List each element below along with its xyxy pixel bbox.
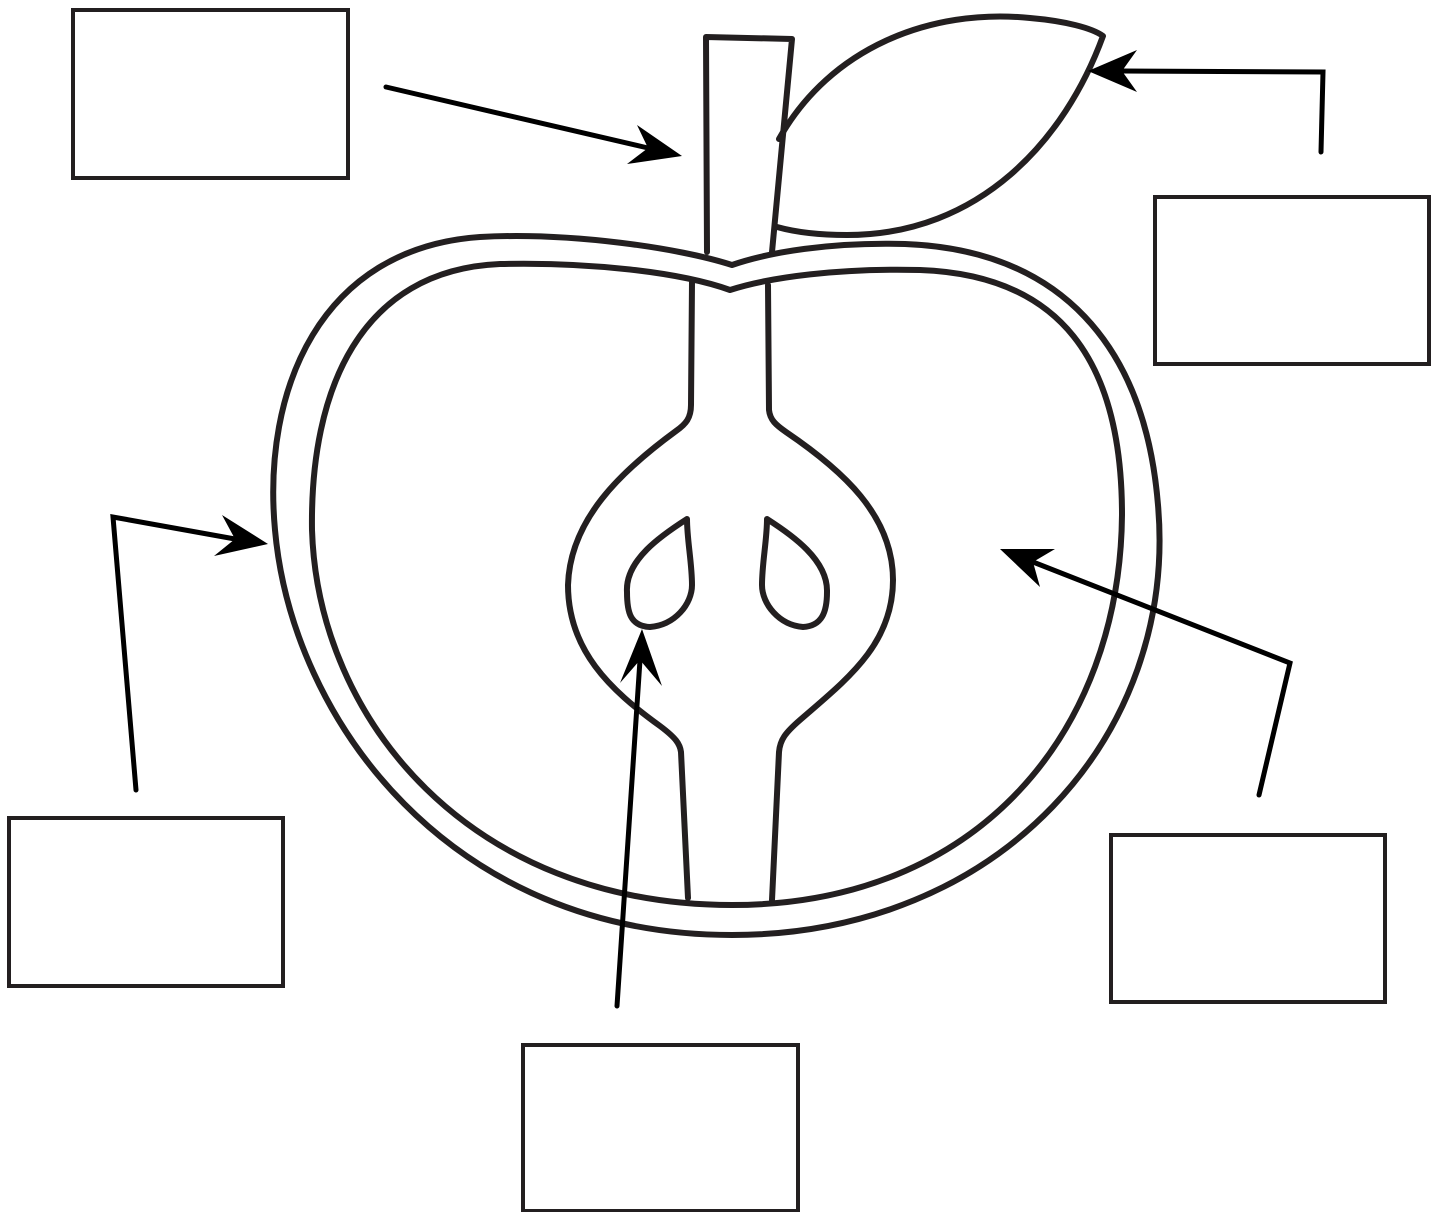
leaf-arrow-line — [1122, 71, 1323, 152]
stalk-arrow-line — [386, 87, 648, 148]
skin-arrow-line — [113, 517, 235, 790]
label-box-skin[interactable] — [9, 818, 283, 986]
label-box-stalk[interactable] — [73, 10, 348, 178]
label-box-leaf[interactable] — [1155, 197, 1429, 364]
seed-arrow-line — [617, 660, 640, 1006]
leaf-shape — [777, 17, 1103, 235]
flesh-arrow-line — [1033, 562, 1290, 795]
seed-left — [627, 519, 692, 627]
skin-outer-outline — [273, 236, 1159, 935]
skin-inner-outline — [312, 264, 1122, 905]
seed-right — [762, 519, 827, 627]
label-boxes — [9, 10, 1429, 1211]
label-box-seed[interactable] — [523, 1045, 798, 1211]
stalk-shape — [706, 37, 792, 252]
label-box-flesh[interactable] — [1111, 835, 1385, 1002]
apple-illustration — [273, 17, 1159, 935]
core-outline — [568, 282, 893, 900]
